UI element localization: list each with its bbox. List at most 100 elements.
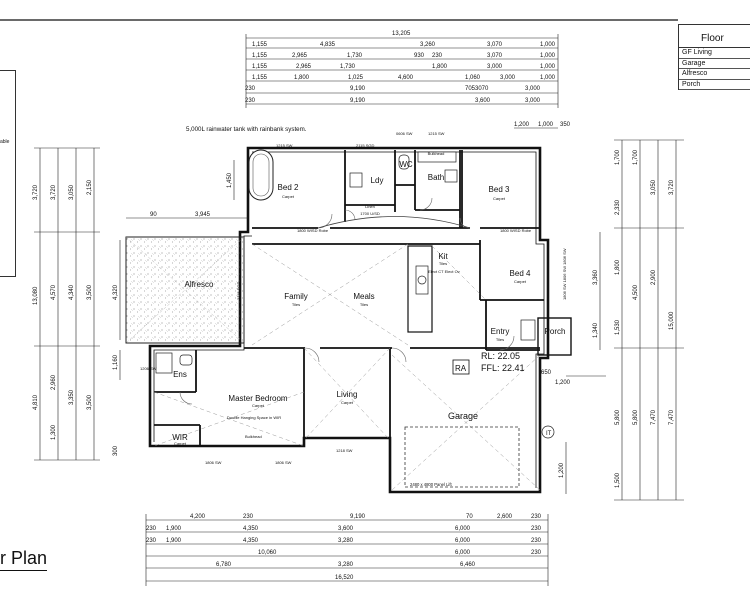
- window-label: 1806 SW 1806 SW 1806 SW: [562, 248, 567, 300]
- rl-label: RL: 22.05: [481, 351, 520, 361]
- window-label: 1806 SW: [275, 460, 292, 465]
- dim-text: 2,965: [292, 53, 308, 59]
- dim-text: 230: [531, 538, 542, 544]
- dim-text: 1,200: [514, 122, 530, 128]
- dim-text: 1,000: [540, 53, 556, 59]
- dim-text: 2,900: [651, 269, 657, 285]
- dim-text: 1,340: [593, 322, 599, 338]
- dim-text: 7053070: [465, 86, 489, 92]
- dim-text: 3,000: [487, 64, 503, 70]
- dim-text: 4,200: [190, 514, 206, 520]
- room-elect: Elect CT Elect Ov: [428, 269, 460, 274]
- dim-text: 3,070: [487, 53, 503, 59]
- room-linen-sub: 1700 U/SD: [360, 211, 380, 216]
- dim-text: 3,070: [487, 42, 503, 48]
- dim-text: 90: [150, 212, 157, 218]
- dim-text: 9,190: [350, 98, 366, 104]
- dim-text: 1,160: [113, 354, 119, 370]
- dim-text: 230: [245, 98, 256, 104]
- dim-text: 7,470: [669, 409, 675, 425]
- dim-text: 1,800: [432, 64, 448, 70]
- dim-text: 1,200: [555, 380, 571, 386]
- ra-box: [452, 359, 470, 375]
- dim-text: 2,150: [87, 179, 93, 195]
- room-diagonals: [153, 243, 541, 491]
- room-kit: Kit: [438, 252, 448, 261]
- dim-text: 4,350: [243, 538, 259, 544]
- dim-text: 4,500: [633, 284, 639, 300]
- door-swings: [179, 197, 515, 405]
- dim-text: 230: [531, 550, 542, 556]
- dim-text: 4,320: [113, 284, 119, 300]
- legend-row-garage: Garage: [679, 59, 750, 69]
- left-cropped-label: able: [0, 139, 10, 145]
- room-porch: Porch: [545, 327, 566, 336]
- room-bed2: Bed 2: [278, 183, 299, 192]
- dim-text: 3,050: [651, 179, 657, 195]
- garage-door: [404, 426, 520, 488]
- dim-text: 16,520: [335, 575, 354, 581]
- room-bed3-sub: Carpet: [493, 196, 506, 201]
- bulkhead-label: Bulkhead: [245, 434, 262, 439]
- legend-header: Floor: [679, 25, 750, 48]
- dim-text: 1,530: [615, 319, 621, 335]
- window-label: 2115 SGD: [356, 143, 374, 148]
- top-dimension-lines: [245, 34, 559, 129]
- dim-text: 3,720: [669, 179, 675, 195]
- dim-text: 1,155: [252, 42, 268, 48]
- rainwater-note: 5,000L rainwater tank with rainbank syst…: [186, 126, 307, 133]
- tank-symbol: IT: [546, 431, 552, 437]
- dim-text: 6,780: [216, 562, 232, 568]
- dim-text: 4,810: [33, 394, 39, 410]
- window-label: 1206 SW: [140, 366, 157, 371]
- robe-label: 1800 WISD Robe: [500, 228, 532, 233]
- dim-text: 4,600: [398, 75, 414, 81]
- dim-text: 70: [466, 514, 473, 520]
- dim-text: 1,900: [166, 538, 182, 544]
- dim-text: 1,700: [615, 149, 621, 165]
- dim-text: 230: [243, 514, 254, 520]
- porch-outline: [537, 317, 572, 356]
- fixtures: [155, 151, 555, 439]
- dim-text: 2,965: [296, 64, 312, 70]
- window-labels: 1215 SW 2115 SGD 0606 SW 1215 SW 1206 SW…: [140, 131, 567, 465]
- panel-lift-label: 2480 x 4800 Panel Lift: [410, 482, 453, 487]
- plan-title: r Plan: [0, 548, 48, 571]
- dim-text: 6,460: [460, 562, 476, 568]
- dim-text: 3,600: [338, 526, 354, 532]
- left-dimension-lines: [34, 147, 235, 461]
- room-living-sub: Carpet: [341, 400, 354, 405]
- dim-text: 1,800: [615, 259, 621, 275]
- dim-text: 4,570: [51, 284, 57, 300]
- room-meals-sub: Tiles: [360, 302, 368, 307]
- window-label: 1806 SW: [205, 460, 222, 465]
- dim-text: 15,000: [669, 311, 675, 330]
- room-master: Master Bedroom: [228, 394, 287, 403]
- dim-text: 230: [531, 526, 542, 532]
- dim-text: 230: [531, 514, 542, 520]
- room-linen: Linen: [365, 204, 375, 209]
- dim-text: 300: [113, 445, 119, 456]
- dim-text: 6,000: [455, 538, 471, 544]
- room-family-sub: Tiles: [292, 302, 300, 307]
- dim-text: 1,155: [252, 64, 268, 70]
- floor-area-legend: Floor GF Living Garage Alfresco Porch: [678, 24, 750, 90]
- dim-text: 1,730: [340, 64, 356, 70]
- window-label: 0606 SW: [396, 131, 413, 136]
- dim-text: 3,500: [87, 394, 93, 410]
- room-bed4: Bed 4: [510, 269, 531, 278]
- room-labels: Bed 2 Carpet Ldy WC Bath Bulkhead Linen …: [172, 151, 565, 446]
- room-entry: Entry: [491, 327, 510, 336]
- dim-text: 3,050: [69, 184, 75, 200]
- dim-text: 650: [541, 370, 552, 376]
- dim-text: 1,000: [540, 64, 556, 70]
- dim-text: 3,000: [500, 75, 516, 81]
- dim-text: 230: [146, 526, 157, 532]
- interior-walls: [154, 150, 544, 492]
- dim-text: 1,155: [252, 53, 268, 59]
- dim-text: 6,000: [455, 526, 471, 532]
- dim-text: 1,000: [540, 42, 556, 48]
- room-wir-sub: Carpet: [174, 441, 187, 446]
